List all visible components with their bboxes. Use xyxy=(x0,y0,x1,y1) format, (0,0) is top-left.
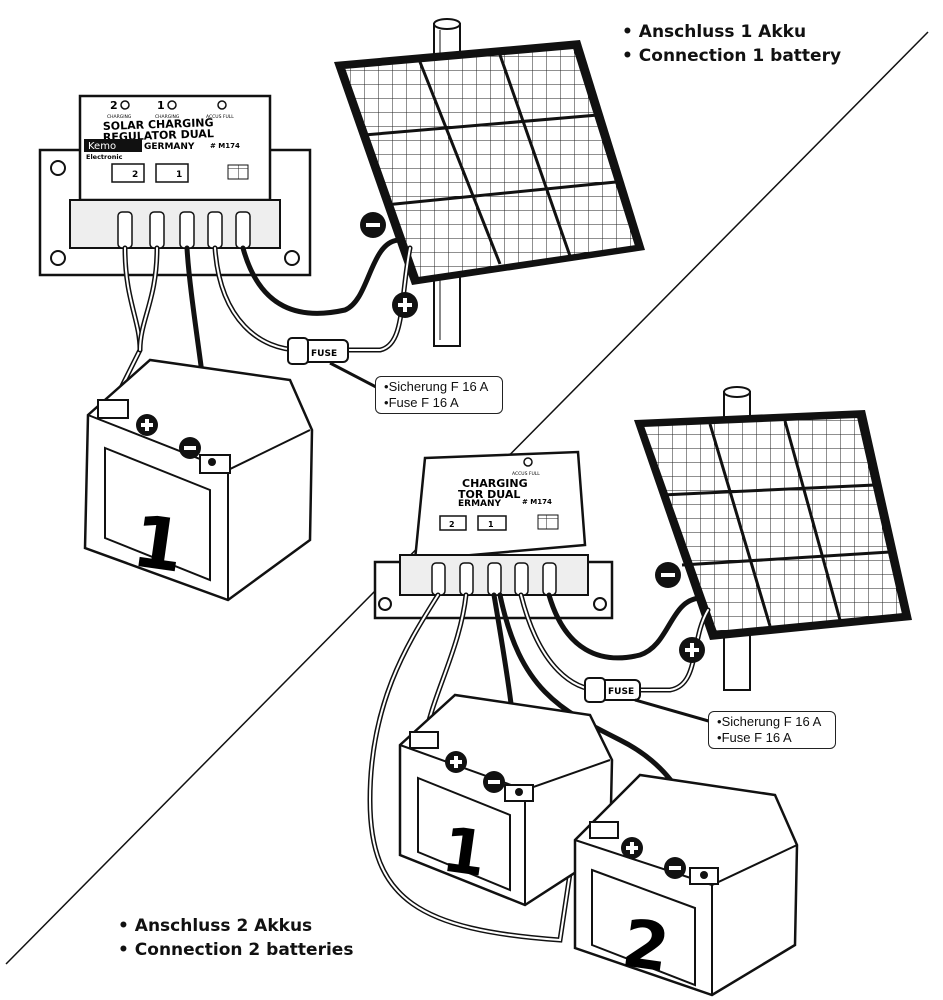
caption-bottom-de: Anschluss 2 Akkus xyxy=(118,914,353,938)
fuse-top: FUSE xyxy=(287,337,379,390)
port-label-2: 2 xyxy=(132,170,138,180)
caption-bottom: Anschluss 2 Akkus Connection 2 batteries xyxy=(118,914,354,962)
led-sub-full: ACCUS FULL xyxy=(206,114,234,120)
minus-symbol-battery-top xyxy=(179,437,201,459)
led-sub-2: CHARGING xyxy=(107,114,132,120)
plus-symbol-battery-1-bottom xyxy=(445,751,467,773)
caption-top-de: Anschluss 1 Akku xyxy=(622,20,841,44)
fuse-callout-bottom-de: Sicherung F 16 A xyxy=(717,714,827,730)
caption-bottom-en: Connection 2 batteries xyxy=(118,938,354,962)
plus-symbol-panel-bottom xyxy=(679,637,705,663)
battery-number-bottom-1: 1 xyxy=(438,813,491,891)
regulator-model: # M174 xyxy=(210,142,240,150)
led-label-1: 1 xyxy=(157,99,165,112)
regulator-title-bottom-1: CHARGING xyxy=(462,477,528,490)
led-sub-1: CHARGING xyxy=(155,114,180,120)
plus-symbol-battery-top xyxy=(136,414,158,436)
mini-panel-icon-bottom xyxy=(537,514,559,530)
top-scene: 2 1 CHARGING CHARGING ACCUS FULL SOLAR C… xyxy=(38,18,645,602)
regulator-model-bottom: # M174 xyxy=(522,498,552,506)
led-charging-1 xyxy=(167,100,177,110)
battery-top: 1 xyxy=(83,358,314,602)
port-label-bottom-1: 1 xyxy=(488,520,494,529)
regulator-country-bottom: ERMANY xyxy=(458,499,502,509)
fuse-callout-top: Sicherung F 16 A Fuse F 16 A xyxy=(375,376,503,414)
minus-symbol-battery-1-bottom xyxy=(483,771,505,793)
battery-number-top: 1 xyxy=(128,499,189,589)
battery-2-bottom: 2 xyxy=(573,773,799,997)
minus-symbol-battery-2-bottom xyxy=(664,857,686,879)
regulator-brand: Kemo xyxy=(88,141,116,152)
minus-symbol-panel-bottom xyxy=(655,562,681,588)
port-label-1: 1 xyxy=(176,170,182,180)
plus-symbol-battery-2-bottom xyxy=(621,837,643,859)
fuse-callout-bottom-en: Fuse F 16 A xyxy=(717,730,827,746)
mini-panel-icon xyxy=(227,164,249,180)
fuse-callout-top-en: Fuse F 16 A xyxy=(384,395,494,411)
led-accus-full-bottom xyxy=(523,457,533,467)
plus-symbol-panel-top xyxy=(392,292,418,318)
bottom-scene: ACCUS FULL CHARGING TOR DUAL ERMANY # M1… xyxy=(367,386,912,997)
fuse-label-bottom: FUSE xyxy=(608,687,634,697)
led-accus-full xyxy=(217,100,227,110)
fuse-label-top: FUSE xyxy=(311,349,337,359)
regulator-country: GERMANY xyxy=(144,142,195,152)
fuse-callout-bottom: Sicherung F 16 A Fuse F 16 A xyxy=(708,711,836,749)
caption-top-en: Connection 1 battery xyxy=(622,44,841,68)
regulator-title-bottom-2: TOR DUAL xyxy=(458,488,520,501)
minus-symbol-panel-top xyxy=(360,212,386,238)
led-charging-2 xyxy=(120,100,130,110)
led-label-2: 2 xyxy=(110,99,118,112)
fuse-bottom: FUSE xyxy=(584,677,713,724)
port-label-bottom-2: 2 xyxy=(449,520,455,529)
solar-panel-bottom xyxy=(634,410,912,640)
caption-top: Anschluss 1 Akku Connection 1 battery xyxy=(622,20,841,68)
fuse-callout-top-de: Sicherung F 16 A xyxy=(384,379,494,395)
regulator-top: 2 1 CHARGING CHARGING ACCUS FULL SOLAR C… xyxy=(38,94,312,277)
regulator-title-1: SOLAR CHARGING xyxy=(103,116,214,133)
led-label-full-bottom: ACCUS FULL xyxy=(512,471,540,477)
regulator-brand-sub: Electronic xyxy=(86,153,123,161)
battery-number-bottom-2: 2 xyxy=(618,905,674,988)
battery-1-bottom: 1 xyxy=(398,693,614,907)
solar-panel-top xyxy=(334,40,645,285)
